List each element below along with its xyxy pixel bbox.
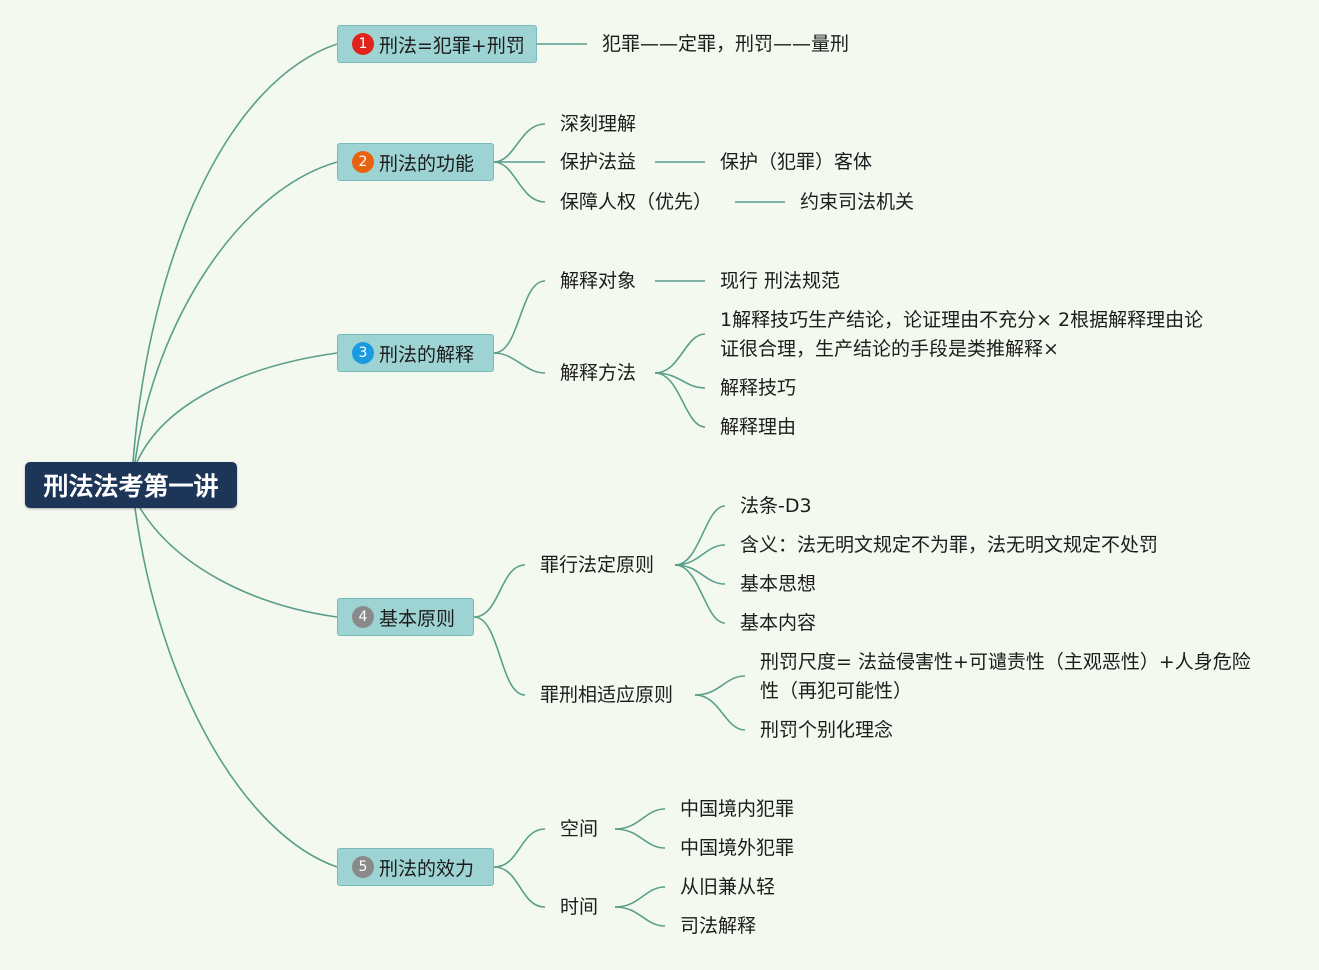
number-badge: 2: [352, 151, 374, 173]
subtopic-node[interactable]: 解释对象: [560, 270, 637, 292]
topic-label: 刑法的解释: [379, 343, 475, 366]
leaf-node[interactable]: 中国境内犯罪: [680, 798, 795, 820]
leaf-node[interactable]: 犯罪——定罪，刑罚——量刑: [602, 33, 850, 55]
number-badge: 1: [352, 33, 374, 55]
number-badge: 3: [352, 342, 374, 364]
topic-node-4[interactable]: 4 基本原则: [337, 598, 474, 636]
subtopic-node[interactable]: 时间: [560, 896, 599, 918]
leaf-node[interactable]: 法条-D3: [740, 495, 812, 517]
topic-node-3[interactable]: 3 刑法的解释: [337, 334, 494, 372]
topic-node-5[interactable]: 5 刑法的效力: [337, 848, 494, 886]
number-badge: 5: [352, 856, 374, 878]
root-label: 刑法法考第一讲: [43, 472, 219, 501]
topic-label: 基本原则: [379, 607, 456, 630]
number-badge: 4: [352, 606, 374, 628]
subtopic-node[interactable]: 解释方法: [560, 362, 637, 384]
leaf-node[interactable]: 解释技巧: [720, 377, 797, 399]
leaf-node[interactable]: 1解释技巧生产结论，论证理由不充分× 2根据解释理由论证很合理，生产结论的手段是…: [720, 309, 1204, 360]
topic-node-1[interactable]: 1 刑法=犯罪+刑罚: [337, 25, 537, 63]
leaf-node[interactable]: 现行 刑法规范: [720, 270, 841, 292]
leaf-node[interactable]: 基本内容: [740, 612, 817, 634]
subtopic-node[interactable]: 罪行法定原则: [540, 554, 655, 576]
subtopic-node[interactable]: 保护法益: [560, 151, 637, 173]
leaf-node[interactable]: 含义：法无明文规定不为罪，法无明文规定不处罚: [740, 534, 1159, 556]
subtopic-node[interactable]: 空间: [560, 818, 599, 840]
topic-node-2[interactable]: 2 刑法的功能: [337, 143, 494, 181]
leaf-node[interactable]: 司法解释: [680, 915, 757, 937]
leaf-node[interactable]: 从旧兼从轻: [680, 876, 776, 898]
subtopic-node[interactable]: 深刻理解: [560, 113, 637, 135]
leaf-node[interactable]: 刑罚尺度= 法益侵害性+可谴责性（主观恶性）+人身危险性（再犯可能性）: [760, 651, 1251, 702]
leaf-node[interactable]: 约束司法机关: [800, 191, 915, 213]
leaf-node[interactable]: 刑罚个别化理念: [760, 719, 894, 741]
subtopic-node[interactable]: 罪刑相适应原则: [540, 684, 674, 706]
topic-label: 刑法=犯罪+刑罚: [379, 34, 525, 57]
topic-label: 刑法的功能: [379, 152, 475, 175]
leaf-node[interactable]: 解释理由: [720, 416, 797, 438]
leaf-node[interactable]: 中国境外犯罪: [680, 837, 795, 859]
leaf-node[interactable]: 保护（犯罪）客体: [720, 151, 873, 173]
topic-label: 刑法的效力: [379, 857, 475, 880]
subtopic-node[interactable]: 保障人权（优先）: [560, 191, 713, 213]
leaf-node[interactable]: 基本思想: [740, 573, 817, 595]
root-node[interactable]: 刑法法考第一讲: [25, 462, 237, 508]
